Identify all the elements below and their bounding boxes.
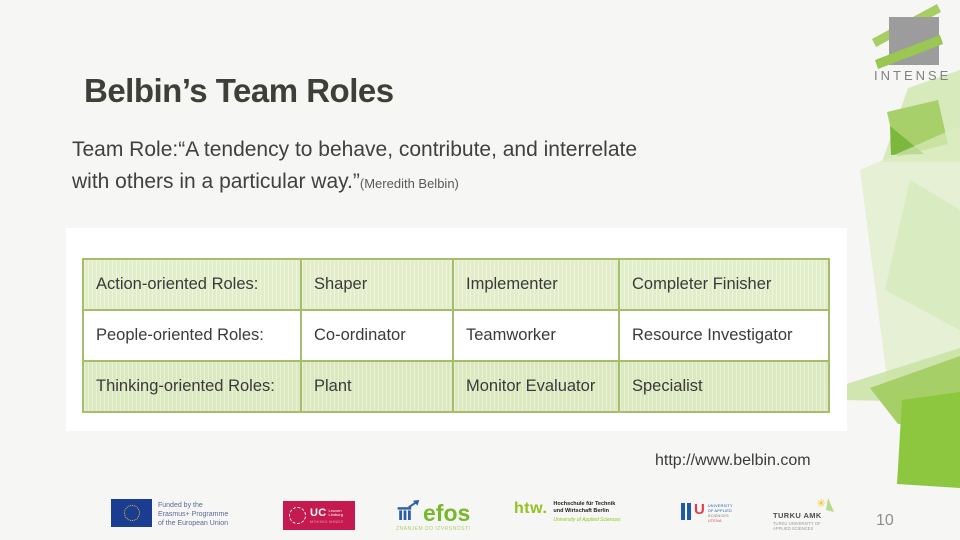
table-cell: Thinking-oriented Roles: — [84, 362, 300, 411]
table-cell: Implementer — [454, 260, 618, 309]
table-cell: Action-oriented Roles: — [84, 260, 300, 309]
efos-pillar-icon — [397, 500, 420, 520]
quote-line-1: Team Role:“A tendency to behave, contrib… — [72, 138, 638, 161]
table-cell: People-oriented Roles: — [84, 311, 300, 360]
table-cell: Shaper — [302, 260, 452, 309]
utena-text-line: OF APPLIED — [707, 509, 733, 513]
eu-funding-line: Erasmus+ Programme — [158, 511, 229, 518]
table-cell: Monitor Evaluator — [454, 362, 618, 411]
htw-text-block: Hochschule für Technik und Wirtschaft Be… — [553, 501, 620, 523]
eu-funding-line: Funded by the — [158, 502, 203, 509]
page-number: 10 — [876, 512, 894, 529]
turku-name: TURKU AMK — [773, 511, 822, 520]
ucll-text-block: UC Leuven Limburg MOVING MINDS — [310, 507, 344, 524]
htw-name-line: und Wirtschaft Berlin — [553, 507, 609, 514]
ucll-sub-line: Limburg — [328, 512, 343, 517]
htw-abbr: htw. — [514, 500, 548, 517]
decor-solid-green-quad — [897, 392, 960, 488]
belbin-roles-table: Action-oriented Roles: Shaper Implemente… — [82, 258, 830, 413]
htw-name-line: Hochschule für Technik — [553, 501, 616, 507]
ucll-emblem-icon — [289, 507, 306, 524]
quote-block: Team Role:“A tendency to behave, contrib… — [72, 134, 832, 200]
turku-star-icon: ✳ — [816, 498, 826, 510]
table-cell: Resource Investigator — [620, 311, 828, 360]
htw-tagline: University of Applied Sciences — [553, 517, 621, 523]
ucll-tagline: MOVING MINDS — [310, 520, 344, 524]
utena-text-block: UNIVERSITY OF APPLIED SCIENCES UTENA — [708, 502, 733, 524]
utena-text-line: SCIENCES — [707, 514, 729, 518]
table-cell: Plant — [302, 362, 452, 411]
utena-bar-icon — [687, 503, 691, 520]
utena-bar-icon — [681, 503, 685, 520]
turku-amk-logo: ✳ TURKU AMK TURKU UNIVERSITY OF APPLIED … — [773, 498, 826, 531]
turku-text-line: TURKU UNIVERSITY OF — [773, 521, 821, 526]
table-cell: Completer Finisher — [620, 260, 828, 309]
table-image-panel: Action-oriented Roles: Shaper Implemente… — [66, 228, 847, 431]
belbin-url: http://www.belbin.com — [655, 452, 811, 469]
intense-logo-wordmark: INTENSE — [874, 68, 952, 83]
efos-tagline: ZNANJEM DO IZVRSNOSTI — [396, 526, 471, 532]
eu-funding-line: of the European Union — [158, 520, 229, 527]
turku-text-line: APPLIED SCIENCES — [773, 526, 814, 531]
table-cell: Teamworker — [454, 311, 618, 360]
table-cell: Specialist — [620, 362, 828, 411]
slide-title: Belbin’s Team Roles — [84, 72, 394, 109]
ucll-subnames: Leuven Limburg — [328, 507, 343, 518]
right-decoration-shapes — [826, 4, 960, 512]
utena-text-line: UNIVERSITY — [707, 504, 733, 508]
eu-flag-icon — [111, 499, 152, 527]
quote-attribution: (Meredith Belbin) — [359, 176, 459, 191]
utena-u-glyph: U — [694, 501, 705, 518]
efos-logo: efos ZNANJEM DO IZVRSNOSTI — [396, 500, 470, 532]
utena-uas-logo: U UNIVERSITY OF APPLIED SCIENCES UTENA — [681, 502, 733, 524]
ucll-sub-line: Leuven — [328, 507, 342, 513]
eu-erasmus-logo: Funded by the Erasmus+ Programme of the … — [111, 499, 228, 528]
intense-ribbon-bottom — [875, 35, 943, 69]
ucll-logo: UC Leuven Limburg MOVING MINDS — [283, 501, 355, 530]
quote-line-2: with others in a particular way.” — [72, 170, 360, 193]
eu-stars-circle-icon — [123, 505, 140, 521]
utena-text-line: UTENA — [707, 519, 722, 523]
decor-small-sliver — [826, 498, 834, 512]
eu-funding-text: Funded by the Erasmus+ Programme of the … — [158, 499, 228, 528]
table-cell: Co-ordinator — [302, 311, 452, 360]
htw-logo: htw. Hochschule für Technik und Wirtscha… — [514, 500, 620, 524]
turku-text-block: TURKU UNIVERSITY OF APPLIED SCIENCES — [773, 521, 822, 531]
decor-pale-wash-mid — [885, 180, 960, 330]
efos-name: efos — [423, 500, 471, 526]
ucll-abbr: UC — [310, 507, 327, 519]
